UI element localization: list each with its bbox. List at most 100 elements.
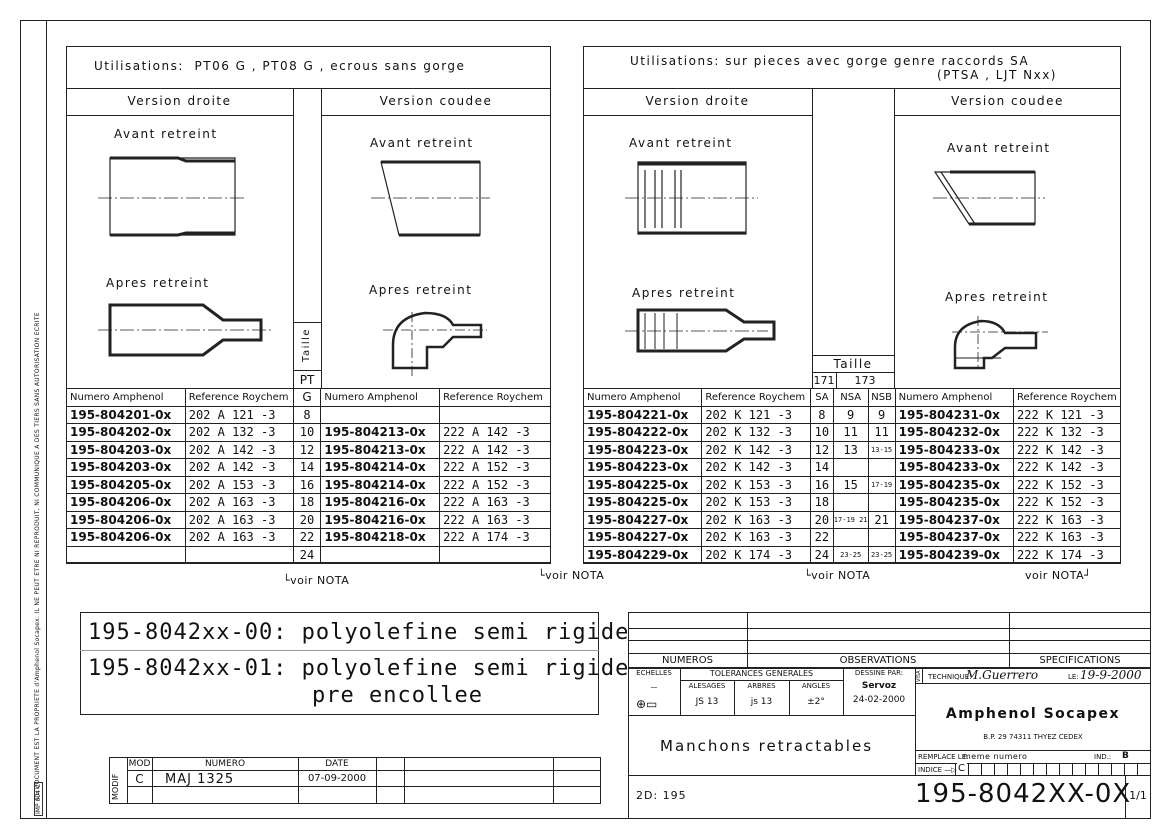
reference-roychem-cell: 202 K 163 -3 xyxy=(701,528,812,547)
numero-amphenol-cell: 195-804227-0x xyxy=(582,510,703,529)
left-apres-label-1: Apres retreint xyxy=(106,276,210,290)
taille-cell: 11 xyxy=(867,423,896,442)
remplace-label: REMPLACE LE: xyxy=(918,753,969,761)
taille-cell: 10 xyxy=(292,423,322,442)
sleeve-drawings-left xyxy=(98,156,490,378)
reference-roychem-cell: 202 K 132 -3 xyxy=(701,423,812,442)
sleeve-drawings-right xyxy=(625,161,1048,370)
straight-sleeve-after xyxy=(98,303,273,357)
left-apres-label-2: Apres retreint xyxy=(369,283,473,297)
arbres-value: js 13 xyxy=(750,697,773,707)
voir-nota-2: └voir NOTA xyxy=(538,569,605,582)
right-version-droite: Version droite xyxy=(645,94,750,108)
reference-roychem-cell: 222 K 142 -3 xyxy=(1013,458,1121,477)
reference-roychem-cell: 222 K 174 -3 xyxy=(1013,545,1121,564)
numero-amphenol-cell: 195-804229-0x xyxy=(582,545,703,564)
reference-roychem-cell: 202 K 153 -3 xyxy=(701,493,812,512)
numero-amphenol-cell: 195-804227-0x xyxy=(582,528,703,547)
reference-roychem-cell: 222 A 163 -3 xyxy=(439,510,551,529)
material-00: 195-8042xx-00: polyolefine semi rigide xyxy=(88,620,630,645)
left-avant-label-1: Avant retreint xyxy=(114,127,218,141)
arbres-label: ARBRES xyxy=(747,682,776,690)
visa-label: VISA xyxy=(916,670,922,682)
taille-cell: 18 xyxy=(810,493,834,512)
reference-roychem-cell: 222 K 142 -3 xyxy=(1013,440,1121,459)
reference-roychem-cell: 222 K 152 -3 xyxy=(1013,475,1121,494)
tolerances-label: TOLERANCES GENERALES xyxy=(709,669,814,678)
remplace-value: meme numero xyxy=(963,752,1028,761)
indice-label: INDICE —▷ xyxy=(918,766,957,774)
voir-nota-1: └voir NOTA xyxy=(283,574,350,587)
mod-value: C xyxy=(135,772,144,786)
numero-amphenol-cell: 195-804206-0x xyxy=(66,528,186,547)
reference-roychem-cell: 202 K 153 -3 xyxy=(701,475,812,494)
voir-nota-text: voir NOTA xyxy=(1025,569,1085,582)
header-reference-roychem: Reference Roychem xyxy=(701,388,812,407)
table-header-row: Numero Amphenol Reference Roychem SA NSA… xyxy=(582,388,1121,407)
taille-cell: 13-15 xyxy=(867,440,896,459)
left-utilisations: Utilisations: PT06 G , PT08 G , ecrous s… xyxy=(94,59,466,73)
voir-nota-text: voir NOTA xyxy=(545,569,605,582)
numero-amphenol-cell: 195-804232-0x xyxy=(894,423,1015,442)
reference-roychem-cell: 202 A 142 -3 xyxy=(184,458,294,477)
date-value: 07-09-2000 xyxy=(307,773,367,784)
right-apres-label-2: Apres retreint xyxy=(945,290,1049,304)
drawing-number: 195-8042XX-0X xyxy=(915,779,1132,809)
numero-amphenol-cell: 195-804216-0x xyxy=(320,510,441,529)
sa-straight-sleeve-before xyxy=(625,161,758,235)
sa-elbow-sleeve-before xyxy=(933,170,1045,226)
observations-label: OBSERVATIONS xyxy=(839,655,917,666)
reference-roychem-cell: 202 A 163 -3 xyxy=(184,493,294,512)
drawing-frame xyxy=(20,20,1151,819)
taille-cell: 15 xyxy=(832,475,869,494)
taille-cell: 21 xyxy=(867,510,896,529)
numero-amphenol-cell: 195-804202-0x xyxy=(66,423,186,442)
material-01: 195-8042xx-01: polyolefine semi rigide xyxy=(88,656,630,681)
reference-roychem-cell: 222 A 152 -3 xyxy=(439,458,551,477)
echelle-value: — xyxy=(650,683,658,691)
sa-elbow-sleeve-after xyxy=(952,316,1048,370)
dessine-date: 24-02-2000 xyxy=(852,695,906,705)
echelles-label: ECHELLES xyxy=(636,669,672,677)
reference-roychem-cell: 222 K 121 -3 xyxy=(1013,405,1121,424)
reference-roychem-cell: 202 K 142 -3 xyxy=(701,440,812,459)
numero-amphenol-cell: 195-804239-0x xyxy=(894,545,1015,564)
numero-header: NUMERO xyxy=(204,759,246,769)
straight-sleeve-before xyxy=(98,156,246,237)
reference-roychem-cell: 202 A 121 -3 xyxy=(184,405,294,424)
right-version-coudee: Version coudee xyxy=(951,94,1064,108)
voir-nota-4: voir NOTA┘ xyxy=(1025,569,1092,582)
2d-code: 2D: 195 xyxy=(636,789,687,802)
form-number: IMP 004 C xyxy=(34,781,43,816)
taille-cell: 12 xyxy=(292,440,322,459)
right-utilisations-2: (PTSA , LJT Nxx) xyxy=(937,68,1057,82)
numero-amphenol-cell: 195-804235-0x xyxy=(894,493,1015,512)
reference-roychem-cell: 202 A 142 -3 xyxy=(184,440,294,459)
reference-roychem-cell xyxy=(184,545,294,564)
right-avant-label-1: Avant retreint xyxy=(629,136,733,150)
reference-roychem-cell: 222 K 132 -3 xyxy=(1013,423,1121,442)
mod-header: MOD xyxy=(128,759,151,769)
angles-label: ANGLES xyxy=(801,682,831,690)
reference-roychem-cell: 202 A 132 -3 xyxy=(184,423,294,442)
taille-cell: 10 xyxy=(810,423,834,442)
numero-amphenol-cell: 195-804218-0x xyxy=(320,528,441,547)
right-apres-label-1: Apres retreint xyxy=(632,286,736,300)
indice-grid xyxy=(955,763,1151,775)
left-version-droite: Version droite xyxy=(127,94,232,108)
margin-divider xyxy=(46,20,47,819)
reference-roychem-cell: 222 K 163 -3 xyxy=(1013,510,1121,529)
taille-cell xyxy=(832,493,869,512)
date-header: DATE xyxy=(325,759,349,769)
voir-nota-text: voir NOTA xyxy=(290,574,350,587)
numero-amphenol-cell: 195-804235-0x xyxy=(894,475,1015,494)
